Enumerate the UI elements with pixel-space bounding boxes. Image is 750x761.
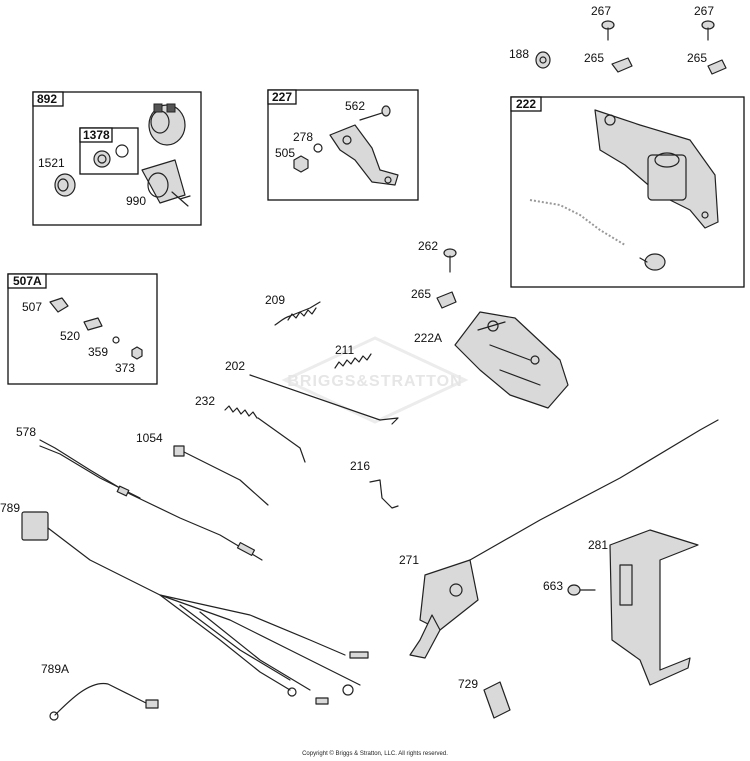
group-892-frame	[32, 91, 202, 226]
bolt-188-part	[535, 51, 551, 69]
group-227: 227 562 278 505	[267, 89, 419, 201]
label-789: 789	[0, 501, 20, 515]
control-cable-271: 271	[399, 419, 719, 659]
label-262: 262	[418, 239, 438, 253]
label-232: 232	[195, 394, 215, 408]
throttle-lever-271-part	[409, 559, 479, 659]
label-202: 202	[225, 359, 245, 373]
group-507A: 507A 507 520 359 373	[7, 273, 158, 385]
label-222A: 222A	[414, 331, 442, 345]
spring-rod-232-part	[224, 405, 306, 463]
governor-link-part	[529, 199, 626, 246]
label-663: 663	[543, 579, 563, 593]
group-892-label: 892	[37, 92, 57, 106]
copyright-notice: Copyright © Briggs & Stratton, LLC. All …	[302, 751, 448, 757]
spring-209-part	[274, 301, 321, 326]
clip-265-left-part	[611, 57, 633, 73]
group-1378-label: 1378	[83, 128, 110, 142]
control-bracket-group: 262 265 222A	[411, 239, 569, 409]
screw-267-right-part	[701, 20, 715, 41]
rod-202-part	[249, 374, 399, 425]
bracket-281-part	[609, 529, 699, 686]
hardware-top-right: 267 267 188 265 265	[509, 4, 727, 75]
label-359: 359	[88, 345, 108, 359]
harness-789-part	[21, 511, 369, 705]
clip-265-center-part	[436, 291, 457, 309]
cable-tie-1054-part	[173, 445, 269, 506]
watermark-logo: BRIGGS&STRATTON	[281, 336, 469, 424]
label-265-left: 265	[584, 51, 604, 65]
link-216-part	[369, 479, 399, 509]
screw-262-part	[443, 248, 457, 273]
spring-211-part	[334, 353, 372, 369]
bracket-227-part	[329, 124, 399, 186]
nut-washer-1378-part	[93, 144, 129, 168]
group-227-frame	[267, 89, 419, 201]
label-267-left: 267	[591, 4, 611, 18]
label-188: 188	[509, 47, 529, 61]
screw-267-left-part	[601, 20, 615, 41]
washer-359-part	[112, 336, 120, 344]
watermark-text: BRIGGS&STRATTON	[287, 373, 462, 390]
group-222-frame	[510, 96, 745, 288]
label-1054: 1054	[136, 431, 163, 445]
screw-663-part	[567, 584, 596, 596]
wire-789A-part	[49, 682, 159, 721]
governor-control-222-part	[594, 109, 719, 229]
nut-373-part	[131, 346, 143, 360]
ignition-switch-part	[148, 103, 186, 146]
bracket-281-group: 281 663	[543, 529, 699, 686]
group-507A-label: 507A	[13, 274, 42, 288]
bezel-1521-part	[54, 173, 76, 197]
group-227-label: 227	[272, 90, 292, 104]
key-990-part	[141, 159, 191, 207]
clip-265-right-part	[707, 59, 727, 75]
label-505: 505	[275, 146, 295, 160]
springs-and-rods: 209 211 202 232 216	[195, 293, 399, 509]
label-267-right: 267	[694, 4, 714, 18]
label-578: 578	[16, 425, 36, 439]
label-209: 209	[265, 293, 285, 307]
label-211: 211	[335, 343, 354, 357]
group-222: 222	[510, 96, 745, 288]
label-729: 729	[458, 677, 478, 691]
cable-271-part	[469, 419, 719, 561]
label-789A: 789A	[41, 662, 69, 676]
label-271: 271	[399, 553, 419, 567]
bracket-507-part	[49, 297, 69, 313]
label-265-center: 265	[411, 287, 431, 301]
group-892: 892 1378 1521 990	[32, 91, 202, 226]
spring-209-coil	[287, 307, 317, 321]
bolt-562-part	[359, 105, 391, 121]
washer-278-part	[313, 143, 323, 153]
cover-729-group: 729	[458, 677, 511, 719]
group-222-label: 222	[516, 97, 536, 111]
nut-505-part	[293, 155, 309, 173]
group-507A-frame	[7, 273, 158, 385]
label-562: 562	[345, 99, 365, 113]
label-507: 507	[22, 300, 42, 314]
control-bracket-222A-part	[454, 311, 569, 409]
label-373: 373	[115, 361, 135, 375]
label-278: 278	[293, 130, 313, 144]
label-520: 520	[60, 329, 80, 343]
label-1521: 1521	[38, 156, 65, 170]
label-990: 990	[126, 194, 146, 208]
cover-729-part	[483, 681, 511, 719]
wire-578-part	[39, 439, 263, 561]
clip-520-part	[83, 317, 103, 331]
governor-bolt-part	[639, 253, 666, 271]
label-265-right: 265	[687, 51, 707, 65]
label-216: 216	[350, 459, 370, 473]
wiring-harnesses: 578 1054 789 789A	[0, 425, 369, 721]
label-281: 281	[588, 538, 608, 552]
